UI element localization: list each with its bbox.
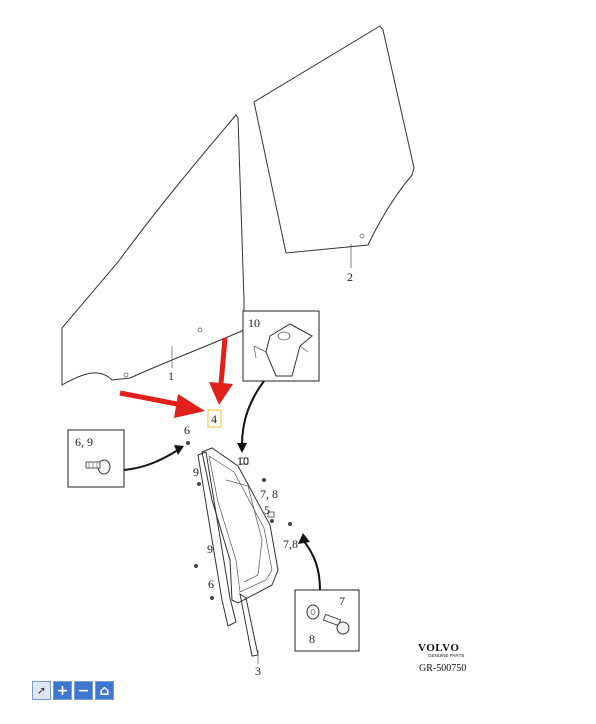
home-icon: ⌂ bbox=[99, 682, 110, 699]
label-part4[interactable]: 4 bbox=[211, 412, 217, 426]
small-fasteners bbox=[186, 441, 292, 600]
viewer-toolbar: ➚ + − ⌂ bbox=[32, 681, 114, 700]
label-part78-lower: 7,8 bbox=[283, 537, 298, 551]
red-arrow-diagonal bbox=[119, 390, 205, 418]
pointer-icon: ➚ bbox=[36, 684, 47, 697]
label-part2: 2 bbox=[347, 270, 353, 284]
callout-clip-10[interactable]: 10 bbox=[242, 310, 320, 382]
clip-icon bbox=[253, 323, 313, 377]
label-part9-bottom: 9 bbox=[207, 542, 213, 556]
callout-bolt-arrow bbox=[302, 539, 321, 591]
volvo-logo: VOLVO GENUINE PARTS bbox=[418, 642, 464, 658]
callout-fastener-6-9[interactable]: 6, 9 bbox=[67, 429, 125, 488]
front-window-glass[interactable] bbox=[61, 114, 245, 386]
label-part6-top: 6 bbox=[184, 423, 190, 437]
label-part6-bottom: 6 bbox=[208, 577, 214, 591]
label-part3: 3 bbox=[255, 664, 261, 678]
callout-fastener-arrow bbox=[123, 449, 179, 471]
pointer-tool-button[interactable]: ➚ bbox=[32, 681, 51, 700]
zoom-in-button[interactable]: + bbox=[53, 681, 72, 700]
bolt-icon bbox=[322, 613, 350, 635]
plus-icon: + bbox=[56, 682, 69, 699]
home-button[interactable]: ⌂ bbox=[95, 681, 114, 700]
label-part1: 1 bbox=[168, 369, 174, 383]
svg-text:VOLVO: VOLVO bbox=[418, 642, 459, 654]
callout-bolt-washer-7-8[interactable]: 7 8 bbox=[294, 589, 360, 652]
label-part78-upper: 7, 8 bbox=[260, 487, 278, 501]
label-part5: 5 bbox=[264, 503, 270, 517]
label-part10: 10 bbox=[237, 454, 249, 468]
callout-washer-label-8: 8 bbox=[309, 632, 315, 646]
callout-clip-arrow bbox=[241, 380, 265, 446]
diagram-reference: GR-500750 bbox=[419, 663, 466, 674]
red-arrow-vertical bbox=[209, 337, 233, 405]
label-part9-top: 9 bbox=[193, 465, 199, 479]
screw-icon bbox=[85, 459, 111, 475]
minus-icon: − bbox=[77, 682, 90, 699]
washer-icon bbox=[306, 604, 320, 620]
part4-highlight-box bbox=[207, 409, 222, 428]
quarter-glass-frame[interactable] bbox=[201, 447, 279, 604]
svg-text:GENUINE PARTS: GENUINE PARTS bbox=[428, 653, 464, 658]
zoom-out-button[interactable]: − bbox=[74, 681, 93, 700]
callout-bolt-label-7: 7 bbox=[339, 594, 345, 608]
callout-clip-label: 10 bbox=[248, 316, 260, 330]
callout-fastener-label: 6, 9 bbox=[75, 435, 93, 449]
rear-window-glass[interactable] bbox=[253, 25, 415, 254]
